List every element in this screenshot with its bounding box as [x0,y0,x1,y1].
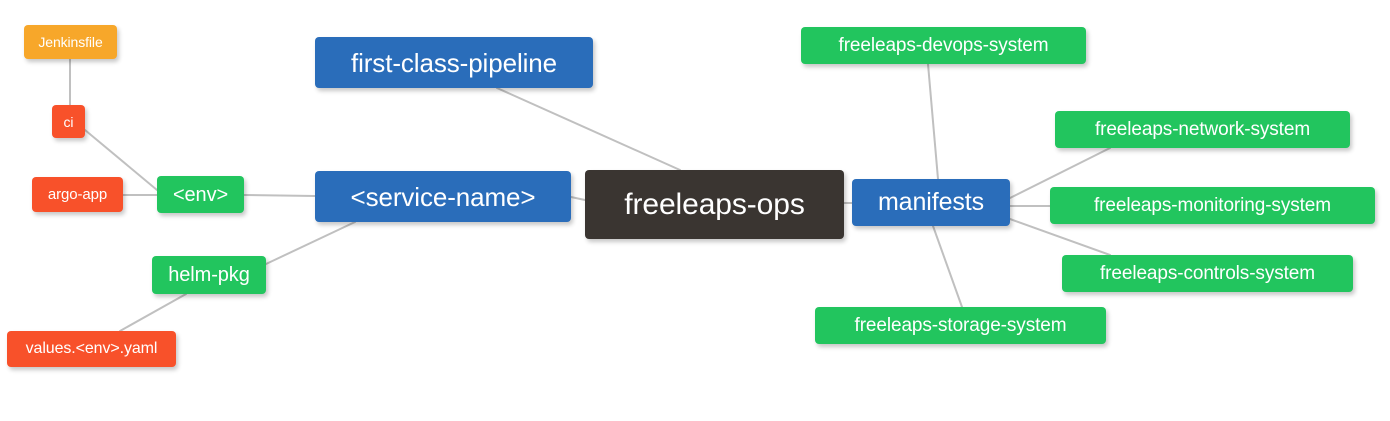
node-storage-system[interactable]: freeleaps-storage-system [815,307,1106,344]
node-helm-pkg[interactable]: helm-pkg [152,256,266,294]
edge-manifests-to-devops-system [927,63,939,180]
edge-helm-pkg-to-service-name [265,221,356,265]
edge-service-name-to-root [570,196,586,201]
edge-env-to-service-name [243,194,316,197]
node-devops-system[interactable]: freeleaps-devops-system [801,27,1086,64]
node-label-argo-app: argo-app [47,186,108,203]
edge-values-yaml-to-helm-pkg [119,293,187,332]
node-monitoring-system[interactable]: freeleaps-monitoring-system [1050,187,1375,224]
edge-first-class-to-root [496,87,681,171]
node-root[interactable]: freeleaps-ops [585,170,844,239]
node-manifests[interactable]: manifests [852,179,1010,226]
node-label-root: freeleaps-ops [624,187,805,221]
node-label-first-class: first-class-pipeline [350,47,558,78]
node-label-env: <env> [172,183,229,206]
node-label-network-system: freeleaps-network-system [1094,119,1311,140]
edge-manifests-to-controls-system [1009,218,1111,256]
node-label-ci: ci [63,113,74,130]
node-argo-app[interactable]: argo-app [32,177,123,212]
node-label-helm-pkg: helm-pkg [168,264,250,286]
node-label-manifests: manifests [877,188,985,216]
node-label-values-yaml: values.<env>.yaml [25,340,158,357]
node-label-storage-system: freeleaps-storage-system [854,315,1067,336]
node-service-name[interactable]: <service-name> [315,171,571,222]
node-ci[interactable]: ci [52,105,85,138]
node-network-system[interactable]: freeleaps-network-system [1055,111,1350,148]
edge-manifests-to-storage-system [932,225,963,308]
node-first-class[interactable]: first-class-pipeline [315,37,593,88]
node-jenkinsfile[interactable]: Jenkinsfile [24,25,117,59]
node-env[interactable]: <env> [157,176,244,213]
node-controls-system[interactable]: freeleaps-controls-system [1062,255,1353,292]
node-label-devops-system: freeleaps-devops-system [838,35,1049,56]
node-label-monitoring-system: freeleaps-monitoring-system [1094,195,1331,216]
node-label-jenkinsfile: Jenkinsfile [38,34,103,50]
node-label-service-name: <service-name> [350,181,536,212]
node-values-yaml[interactable]: values.<env>.yaml [7,331,176,367]
node-label-controls-system: freeleaps-controls-system [1099,263,1316,284]
